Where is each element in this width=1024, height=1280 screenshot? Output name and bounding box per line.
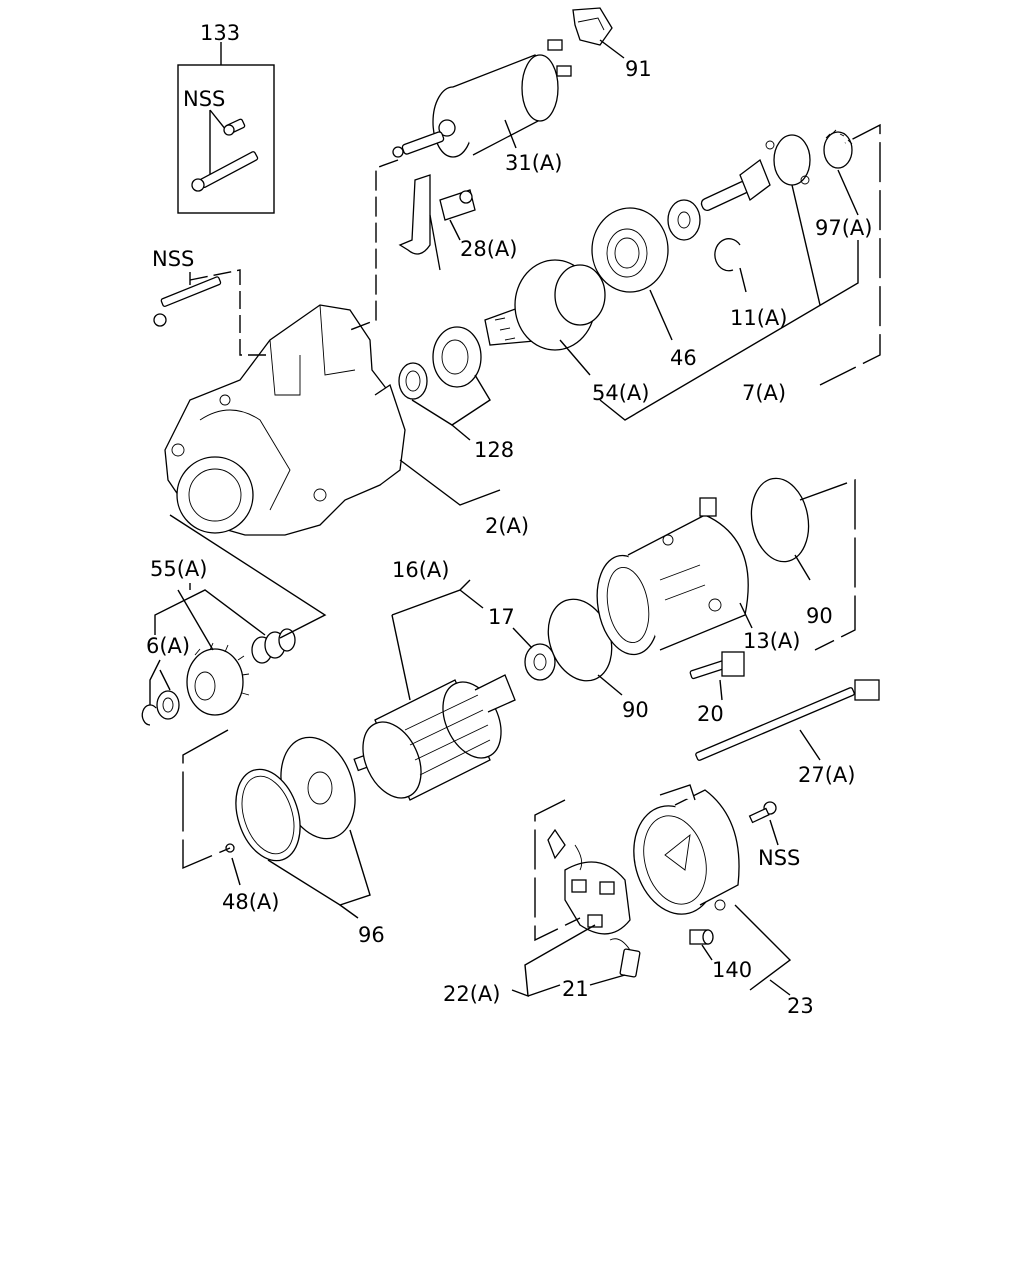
label-97a: 97(A) (815, 216, 872, 240)
label-7a: 7(A) (742, 381, 786, 405)
solenoid-switch (392, 39, 572, 158)
thrust-washer (667, 199, 701, 241)
end-cover-96 (235, 736, 356, 862)
idler-gear (186, 642, 250, 716)
bolt-20 (689, 651, 745, 680)
label-91: 91 (625, 57, 652, 81)
yoke-assembly (596, 497, 749, 656)
label-16a: 16(A) (392, 558, 449, 582)
label-140: 140 (712, 958, 752, 982)
kit-box-133 (177, 42, 275, 214)
clip-6 (141, 704, 157, 726)
label-28a: 28(A) (460, 237, 517, 261)
label-20: 20 (697, 702, 724, 726)
through-bolt (695, 679, 880, 761)
label-6a: 6(A) (146, 634, 190, 658)
snap-ring (714, 238, 741, 272)
label-nss-1: NSS (152, 247, 194, 271)
pinion-shaft (700, 134, 811, 212)
retainer-46 (591, 207, 669, 293)
leader-lines (149, 39, 881, 998)
label-11a: 11(A) (730, 306, 787, 330)
label-2a: 2(A) (485, 514, 529, 538)
bolt-short (223, 118, 246, 136)
bearing-6 (156, 690, 180, 720)
part-labels: 133 91 31(A) NSS 97(A) 28(A) NSS 11(A) 4… (146, 21, 872, 1018)
brush-21 (609, 938, 641, 978)
label-46: 46 (670, 346, 697, 370)
bushing-140 (689, 929, 714, 945)
terminal-cap (572, 7, 613, 46)
nss-bolt-left (153, 276, 222, 327)
bolt-long (191, 151, 259, 192)
shift-lever (398, 174, 476, 271)
label-96: 96 (358, 923, 385, 947)
label-27a: 27(A) (798, 763, 855, 787)
label-nss-box: NSS (183, 87, 225, 111)
label-22a: 22(A) (443, 982, 500, 1006)
label-90-upper: 90 (806, 604, 833, 628)
label-90-lower: 90 (622, 698, 649, 722)
o-ring-90-upper (750, 477, 810, 563)
drive-housing (164, 304, 406, 536)
rear-cover (633, 784, 740, 915)
label-21: 21 (562, 977, 589, 1001)
label-nss-2: NSS (758, 846, 800, 870)
label-31a: 31(A) (505, 151, 562, 175)
label-48a: 48(A) (222, 890, 279, 914)
bearing-128 (398, 326, 482, 400)
pinion-gear-97 (823, 129, 853, 169)
label-54a: 54(A) (592, 381, 649, 405)
spring (251, 628, 296, 664)
overrunning-clutch (484, 259, 606, 351)
bearing-17 (524, 643, 556, 681)
label-55a: 55(A) (150, 557, 207, 581)
label-128: 128 (474, 438, 514, 462)
label-13a: 13(A) (743, 629, 800, 653)
label-23: 23 (787, 994, 814, 1018)
nss-screw (748, 801, 777, 824)
label-17: 17 (488, 605, 515, 629)
armature (353, 674, 516, 801)
brush-holder (547, 828, 631, 935)
label-133: 133 (200, 21, 240, 45)
